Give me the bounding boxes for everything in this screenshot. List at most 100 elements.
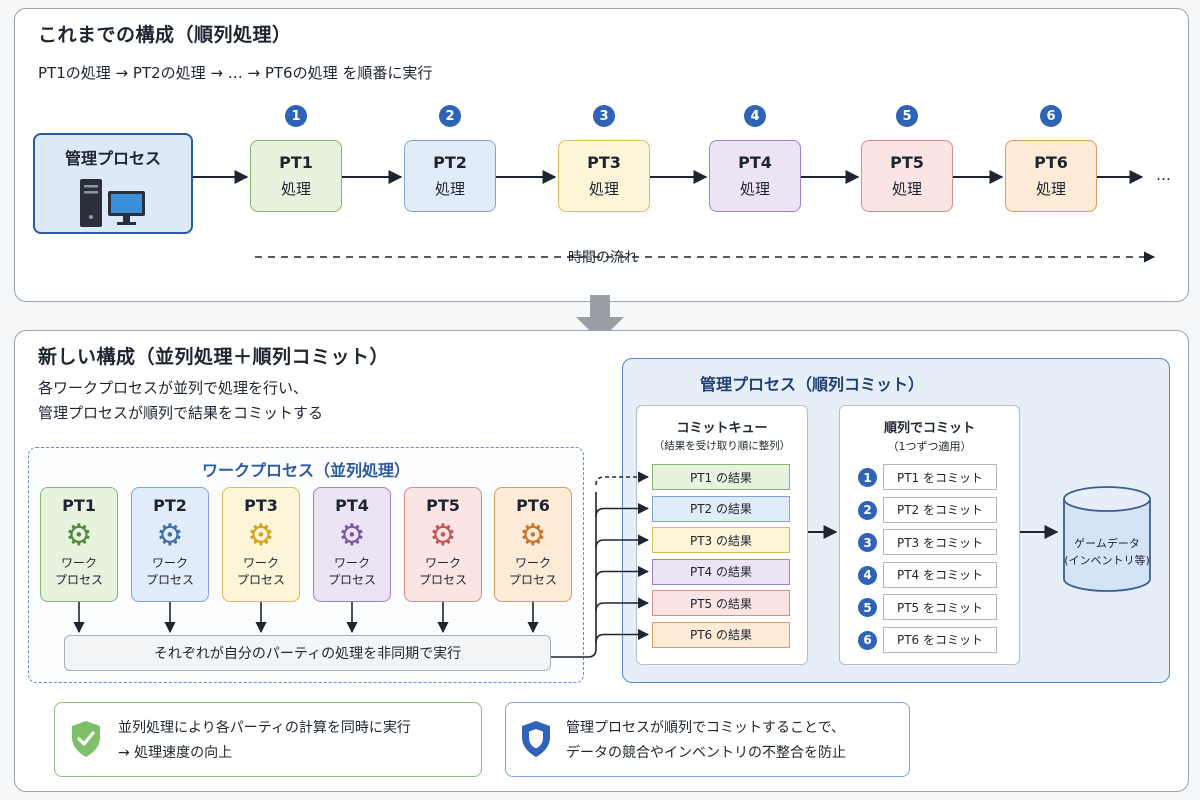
work-process-pt1: PT1⚙ワークプロセス [40, 487, 118, 602]
game-data-label-line2: (インベントリ等) [1064, 554, 1150, 567]
benefit-consistency-line2: データの競合やインベントリの不整合を防止 [566, 745, 846, 761]
queue-fan-arrow [595, 471, 650, 486]
work-process-pt4: PT4 ⚙ ワークプロセス [313, 487, 391, 602]
work-process-pt6: PT6 ⚙ ワークプロセス [494, 487, 572, 602]
commit-item-pt1: PT1 をコミット [883, 464, 997, 490]
work-process-pt3: PT3⚙ワークプロセス [222, 487, 300, 602]
timeline-label: 時間の流れ [560, 247, 646, 267]
sequential-step-pt2: PT2 処理 [404, 140, 496, 212]
game-data-label-line1: ゲームデータ [1074, 537, 1140, 550]
new-architecture-title: 新しい構成（並列処理＋順列コミット） [38, 346, 390, 368]
work-process-label-1: ワーク [424, 556, 461, 570]
sequence-ellipsis: … [1156, 166, 1171, 184]
step-title: PT1 [279, 153, 313, 172]
sequential-commit-title: 順列でコミット [883, 421, 975, 436]
step-title: PT4 [738, 153, 772, 172]
work-process-label-1: ワーク [151, 556, 188, 570]
step-label: 処理 [739, 180, 770, 198]
work-process-label-1: ワーク [242, 556, 279, 570]
benefit-consistency-box [505, 702, 910, 777]
game-data-database-icon [1063, 486, 1151, 592]
game-data-label: ゲームデータ (インベントリ等) [1062, 535, 1152, 569]
sequential-step-pt1: PT1 処理 [250, 140, 342, 212]
work-process-title: PT4 [335, 496, 369, 515]
step-title: PT2 [433, 153, 467, 172]
shield-check-icon [72, 721, 100, 757]
step-label: 処理 [588, 180, 619, 198]
gear-icon: ⚙ [429, 518, 457, 553]
benefit-consistency-line1: 管理プロセスが順列でコミットすることで、 [566, 720, 846, 736]
work-process-label-1: ワーク [514, 556, 551, 570]
commit-order-badge: 5 [858, 598, 877, 617]
gear-icon: ⚙ [65, 518, 93, 553]
sequential-step-pt3: PT3 処理 [558, 140, 650, 212]
new-architecture-description-1: 各ワークプロセスが並列で処理を行い、 [38, 379, 309, 397]
queue-item-pt2: PT2 の結果 [652, 495, 790, 522]
shield-icon [522, 721, 550, 757]
gear-icon: ⚙ [338, 518, 366, 553]
step-label: 処理 [1035, 180, 1066, 198]
work-process-label-2: プロセス [327, 573, 376, 587]
step-title: PT6 [1034, 153, 1068, 172]
commit-manager-title: 管理プロセス（順列コミット） [699, 375, 924, 394]
queue-item-pt4: PT4 の結果 [652, 558, 790, 585]
work-process-title: PT5 [426, 496, 460, 515]
queue-fan-arrow [595, 628, 650, 643]
sequential-step-pt6: PT6 処理 [1005, 140, 1097, 212]
step-label: 処理 [280, 180, 311, 198]
step-number-badge: 6 [1040, 105, 1062, 127]
work-process-label-2: プロセス [145, 573, 194, 587]
queue-item-pt3: PT3 の結果 [652, 527, 790, 553]
queue-fan-arrow [595, 502, 650, 517]
commit-item-pt3: PT3 をコミット [883, 529, 997, 555]
work-process-title: PT2 [153, 496, 187, 515]
work-process-title: ワークプロセス（並列処理） [201, 461, 410, 480]
work-process-label-1: ワーク [333, 556, 370, 570]
step-label: 処理 [434, 180, 465, 198]
step-title: PT5 [890, 153, 924, 172]
queue-item-pt5: PT5 の結果 [652, 590, 790, 616]
step-title: PT3 [587, 153, 621, 172]
commit-item-pt5: PT5 をコミット [883, 594, 997, 620]
benefit-speed-box [54, 702, 482, 777]
work-process-label-2: プロセス [236, 573, 285, 587]
commit-order-badge: 4 [858, 565, 877, 585]
gear-icon: ⚙ [247, 518, 275, 553]
commit-item-pt6: PT6 をコミット [883, 626, 997, 653]
async-execution-bar: それぞれが自分のパーティの処理を非同期で実行 [64, 635, 551, 671]
commit-order-badge: 2 [858, 500, 877, 520]
commit-queue-title: コミットキュー [676, 421, 768, 436]
step-label: 処理 [891, 180, 922, 198]
work-process-pt5: PT5⚙ワークプロセス [404, 487, 482, 602]
benefit-speed-line2: → 処理速度の向上 [118, 745, 233, 761]
commit-order-badge: 6 [858, 630, 877, 650]
computer-icon [80, 179, 145, 227]
step-number-badge: 1 [285, 105, 307, 127]
sequential-commit-subtitle: （1つずつ適用） [887, 440, 972, 453]
sequential-step-pt4: PT4 処理 [709, 140, 801, 212]
old-architecture-title: これまでの構成（順列処理） [38, 24, 292, 46]
queue-fan-arrow [595, 597, 650, 612]
manager-process-box: 管理プロセス [33, 133, 193, 234]
queue-item-pt1: PT1 の結果 [652, 464, 790, 490]
benefit-speed-line1: 並列処理により各パーティの計算を同時に実行 [118, 720, 411, 736]
new-architecture-description-2: 管理プロセスが順列で結果をコミットする [38, 404, 324, 422]
manager-process-label: 管理プロセス [64, 149, 161, 168]
work-process-label-2: プロセス [508, 573, 557, 587]
old-architecture-description: PT1の処理 → PT2の処理 → … → PT6の処理 を順番に実行 [38, 64, 433, 82]
work-process-label-2: プロセス [54, 573, 103, 587]
commit-order-badge: 1 [858, 468, 877, 487]
work-process-title: PT6 [516, 496, 550, 515]
queue-item-pt6: PT6 の結果 [652, 621, 790, 648]
gear-icon: ⚙ [519, 518, 547, 553]
commit-queue-subtitle: （結果を受け取り順に整列） [653, 440, 791, 452]
gear-icon: ⚙ [156, 518, 184, 553]
queue-fan-arrow [595, 534, 650, 549]
async-to-queue-connector [551, 492, 597, 658]
async-execution-label: それぞれが自分のパーティの処理を非同期で実行 [153, 646, 462, 662]
commit-item-pt4: PT4 をコミット [883, 561, 997, 588]
step-number-badge: 5 [896, 105, 918, 127]
commit-order-badge: 3 [858, 533, 877, 552]
step-number-badge: 4 [744, 105, 766, 127]
